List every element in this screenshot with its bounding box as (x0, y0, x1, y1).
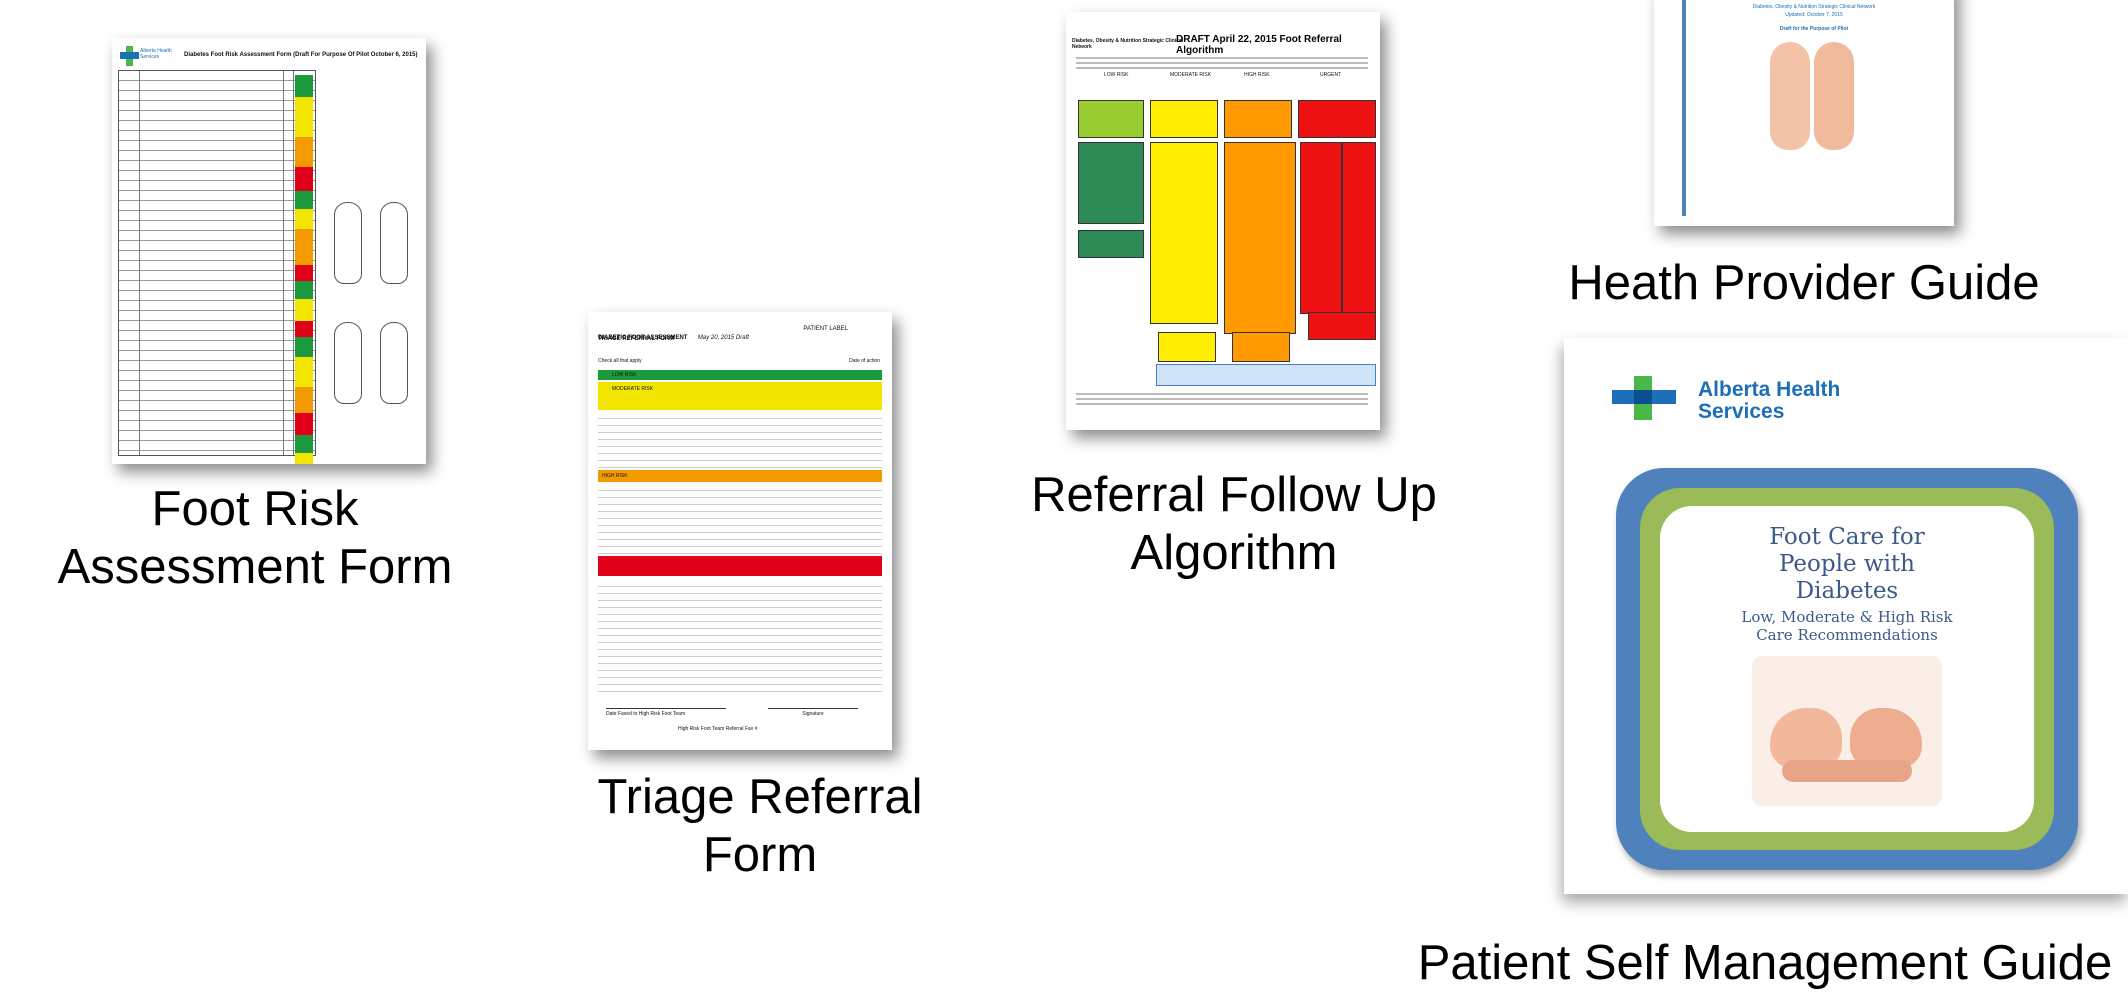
foot-risk-table (118, 70, 316, 464)
caption-patient-guide: Patient Self Management Guide (1417, 936, 2113, 990)
algorithm-header: Diabetes, Obesity & Nutrition Strategic … (1072, 38, 1184, 50)
triage-moderate-band: MODERATE RISK (598, 382, 882, 410)
ahs-logo-icon (1612, 376, 1690, 420)
triage-patient-label: PATIENT LABEL (803, 326, 848, 332)
foot-risk-form-thumbnail[interactable]: Alberta Health Services Diabetes Foot Ri… (112, 38, 426, 464)
caption-foot-risk-form: Foot Risk Assessment Form (57, 482, 453, 594)
patient-org-line1: Alberta Health (1698, 378, 1841, 401)
triage-urgent-band (598, 556, 882, 576)
ahs-logo-icon (116, 42, 156, 72)
patient-cover-frame: Foot Care for People with Diabetes Low, … (1616, 468, 2078, 870)
triage-referral-form-thumbnail[interactable]: DIABETIC FOOT ASSESSMENT May 20, 2015 Dr… (588, 312, 892, 750)
algorithm-col-high: HIGH RISK (1244, 72, 1270, 78)
caption-provider-guide: Heath Provider Guide (1568, 256, 2040, 310)
feet-photo-icon (1752, 656, 1942, 806)
foot-risk-org: Alberta Health Services (140, 48, 172, 60)
triage-check-label: Check all that apply (598, 358, 642, 364)
algorithm-col-urgent: URGENT (1320, 72, 1342, 78)
foot-diagram-icon (326, 318, 418, 408)
patient-org-line2: Services (1698, 400, 1785, 423)
triage-signature: Signature (768, 708, 858, 717)
patient-guide-title: Foot Care for People with Diabetes (1769, 524, 1925, 604)
algorithm-col-moderate: MODERATE RISK (1170, 72, 1212, 78)
patient-guide-subtitle: Low, Moderate & High Risk Care Recommend… (1741, 608, 1953, 644)
provider-network: Diabetes, Obesity & Nutrition Strategic … (1752, 4, 1876, 10)
foot-risk-title: Diabetes Foot Risk Assessment Form (Draf… (184, 52, 418, 58)
patient-guide-thumbnail[interactable]: Alberta Health Services Foot Care for Pe… (1564, 338, 2128, 894)
triage-date: May 20, 2015 Draft (697, 335, 749, 341)
caption-triage-referral-form: Triage Referral Form (597, 770, 923, 882)
feet-photo-icon (1762, 38, 1862, 158)
provider-draft: Draft for the Purpose of Pilot (1779, 26, 1849, 32)
triage-date-action: Date of action (849, 358, 880, 364)
algorithm-title: DRAFT April 22, 2015 Foot Referral Algor… (1176, 34, 1342, 56)
referral-algorithm-thumbnail[interactable]: Diabetes, Obesity & Nutrition Strategic … (1066, 12, 1380, 430)
provider-updated: Updated: October 7, 2015 (1785, 12, 1843, 18)
triage-high-risk-label: HIGH RISK (602, 473, 628, 479)
triage-low-risk-band: LOW RISK (598, 370, 882, 380)
foot-diagram-icon (326, 198, 418, 288)
triage-date-faxed: Date Faxed to High Risk Foot Team (606, 708, 726, 717)
triage-title: DIABETIC FOOT ASSESSMENT (598, 335, 688, 341)
provider-guide-thumbnail[interactable]: Diabetes, Obesity & Nutrition Strategic … (1654, 0, 1954, 226)
triage-subtitle: TRIAGE REFERRAL FORM (598, 336, 675, 342)
algorithm-col-low: LOW RISK (1104, 72, 1129, 78)
triage-high-risk-band: HIGH RISK (598, 470, 882, 482)
triage-low-risk-label: LOW RISK (612, 372, 637, 378)
triage-fax-number: High Risk Foot Team Referral Fax # (678, 726, 758, 732)
caption-referral-algorithm: Referral Follow Up Algorithm (1031, 468, 1437, 580)
triage-moderate-label: MODERATE RISK (612, 386, 654, 392)
